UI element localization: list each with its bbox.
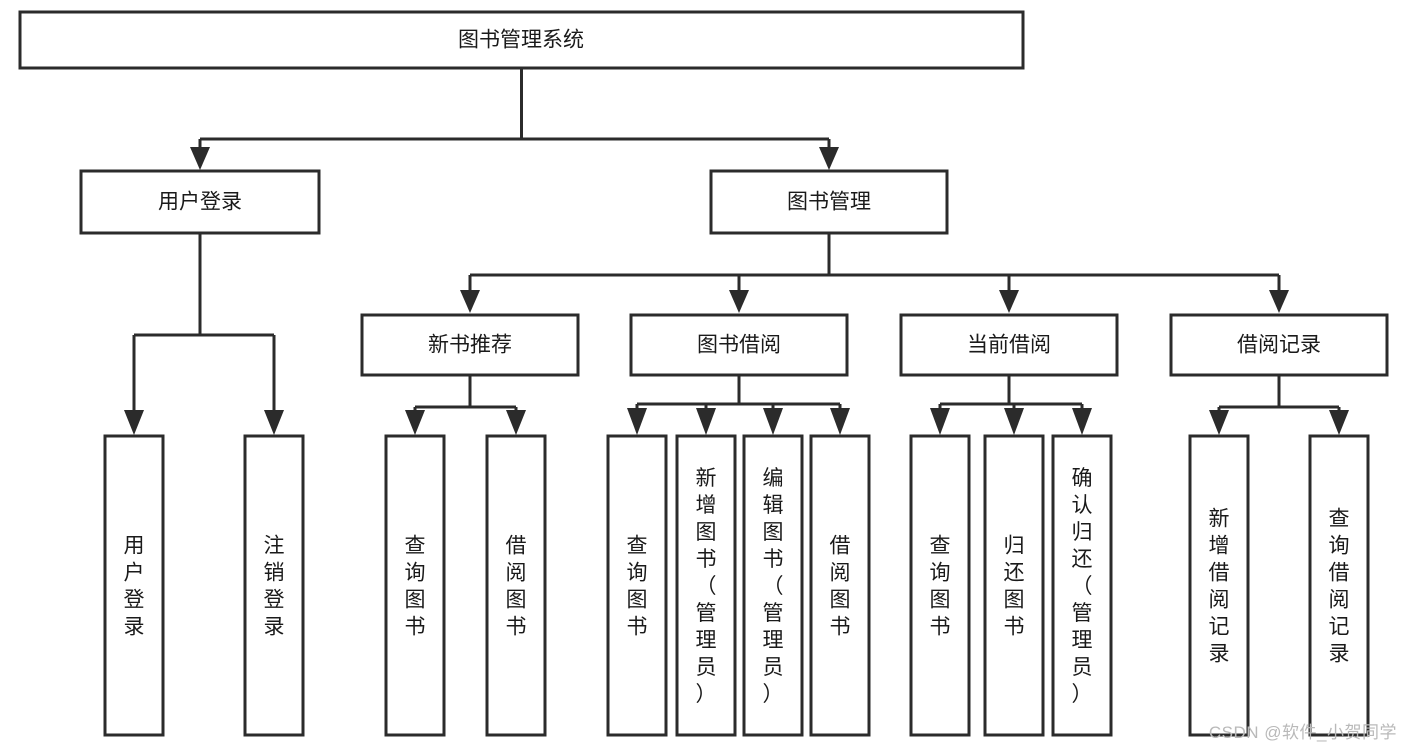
node-new-book-recommend-label: 新书推荐 <box>428 334 512 357</box>
node-borrow-record-label: 借阅记录 <box>1237 334 1321 357</box>
node-leaf-query-book-3-box[interactable] <box>909 434 971 737</box>
node-leaf-query-record-label: 查询借阅记录 <box>1329 508 1350 666</box>
node-current-borrow[interactable]: 当前借阅 <box>899 313 1119 377</box>
arrow-to-leaf-user-logout <box>264 410 284 435</box>
node-root-box[interactable] <box>18 10 1025 70</box>
node-user-login-box[interactable] <box>79 169 321 235</box>
node-leaf-add-record[interactable]: 新增借阅记录 <box>1188 434 1250 737</box>
node-new-book-recommend-box[interactable] <box>360 313 580 377</box>
node-leaf-query-book-2[interactable]: 查询图书 <box>606 434 668 737</box>
node-leaf-borrow-book-1[interactable]: 借阅图书 <box>485 434 547 737</box>
node-root-label: 图书管理系统 <box>458 29 584 52</box>
node-leaf-edit-book[interactable]: 编辑图书（管理员） <box>742 434 804 737</box>
node-leaf-return-book[interactable]: 归还图书 <box>983 434 1045 737</box>
node-leaf-edit-book-box[interactable] <box>742 434 804 737</box>
csdn-watermark: CSDN @软件_小贺同学 <box>1208 723 1397 742</box>
arrow-to-leaf-query-book-1 <box>405 410 425 435</box>
node-leaf-query-book-1[interactable]: 查询图书 <box>384 434 446 737</box>
node-book-manage-box[interactable] <box>709 169 949 235</box>
node-leaf-add-record-label: 新增借阅记录 <box>1209 508 1230 666</box>
node-leaf-add-book-box[interactable] <box>675 434 737 737</box>
arrow-to-leaf-query-record <box>1329 410 1349 435</box>
node-book-manage-label: 图书管理 <box>787 191 871 214</box>
leaf-nodes-layer: 用户登录 注销登录 查询图书 借阅图书 查询图书 新增图书（管理员） 编辑图书（… <box>103 434 1370 737</box>
node-book-manage[interactable]: 图书管理 <box>709 169 949 235</box>
node-leaf-query-book-1-label: 查询图书 <box>405 535 426 639</box>
arrow-to-leaf-query-book-3 <box>930 408 950 435</box>
node-current-borrow-box[interactable] <box>899 313 1119 377</box>
arrow-to-new-book-recommend <box>460 290 480 313</box>
node-leaf-query-book-1-box[interactable] <box>384 434 446 737</box>
node-new-book-recommend[interactable]: 新书推荐 <box>360 313 580 377</box>
node-leaf-borrow-book-2[interactable]: 借阅图书 <box>809 434 871 737</box>
node-leaf-user-login-label: 用户登录 <box>124 535 145 639</box>
node-leaf-add-record-box[interactable] <box>1188 434 1250 737</box>
arrow-root-to-user-login <box>190 147 210 170</box>
node-leaf-add-book[interactable]: 新增图书（管理员） <box>675 434 737 737</box>
node-leaf-user-logout-box[interactable] <box>243 434 305 737</box>
node-leaf-query-book-3[interactable]: 查询图书 <box>909 434 971 737</box>
node-root[interactable]: 图书管理系统 <box>18 10 1025 70</box>
node-leaf-borrow-book-1-box[interactable] <box>485 434 547 737</box>
node-leaf-edit-book-label: 编辑图书（管理员） <box>763 467 784 706</box>
arrow-to-leaf-return-book <box>1004 408 1024 435</box>
node-current-borrow-label: 当前借阅 <box>967 334 1051 357</box>
arrow-to-leaf-borrow-book-2 <box>830 408 850 435</box>
node-leaf-confirm-return[interactable]: 确认归还（管理员） <box>1051 434 1113 737</box>
node-leaf-borrow-book-1-label: 借阅图书 <box>506 535 527 639</box>
arrow-root-to-book-manage <box>819 147 839 170</box>
node-leaf-add-book-label: 新增图书（管理员） <box>696 467 717 706</box>
arrow-to-leaf-edit-book <box>763 408 783 435</box>
node-leaf-query-book-3-label: 查询图书 <box>930 535 951 639</box>
arrow-to-leaf-user-login <box>124 410 144 435</box>
node-leaf-confirm-return-box[interactable] <box>1051 434 1113 737</box>
node-user-login[interactable]: 用户登录 <box>79 169 321 235</box>
node-leaf-borrow-book-2-label: 借阅图书 <box>830 535 851 639</box>
arrow-to-borrow-record <box>1269 290 1289 313</box>
node-borrow-record-box[interactable] <box>1169 313 1389 377</box>
node-leaf-user-login[interactable]: 用户登录 <box>103 434 165 737</box>
arrow-to-current-borrow <box>999 290 1019 313</box>
node-book-borrow-label: 图书借阅 <box>697 334 781 357</box>
node-leaf-query-record-box[interactable] <box>1308 434 1370 737</box>
node-leaf-borrow-book-2-box[interactable] <box>809 434 871 737</box>
node-leaf-query-book-2-label: 查询图书 <box>627 535 648 639</box>
node-leaf-return-book-label: 归还图书 <box>1004 535 1025 639</box>
node-book-borrow-box[interactable] <box>629 313 849 377</box>
connector-layer <box>124 68 1349 435</box>
arrow-to-book-borrow <box>729 290 749 313</box>
node-user-login-label: 用户登录 <box>158 191 242 214</box>
node-leaf-confirm-return-label: 确认归还（管理员） <box>1072 467 1093 706</box>
arrow-to-leaf-confirm-return <box>1072 408 1092 435</box>
node-book-borrow[interactable]: 图书借阅 <box>629 313 849 377</box>
arrow-to-leaf-borrow-book-1 <box>506 410 526 435</box>
node-leaf-user-login-box[interactable] <box>103 434 165 737</box>
node-borrow-record[interactable]: 借阅记录 <box>1169 313 1389 377</box>
arrow-to-leaf-query-book-2 <box>627 408 647 435</box>
node-leaf-return-book-box[interactable] <box>983 434 1045 737</box>
arrow-to-leaf-add-book <box>696 408 716 435</box>
arrow-to-leaf-add-record <box>1209 410 1229 435</box>
node-leaf-user-logout[interactable]: 注销登录 <box>243 434 305 737</box>
node-leaf-query-book-2-box[interactable] <box>606 434 668 737</box>
node-leaf-query-record[interactable]: 查询借阅记录 <box>1308 434 1370 737</box>
node-leaf-user-logout-label: 注销登录 <box>264 535 285 639</box>
